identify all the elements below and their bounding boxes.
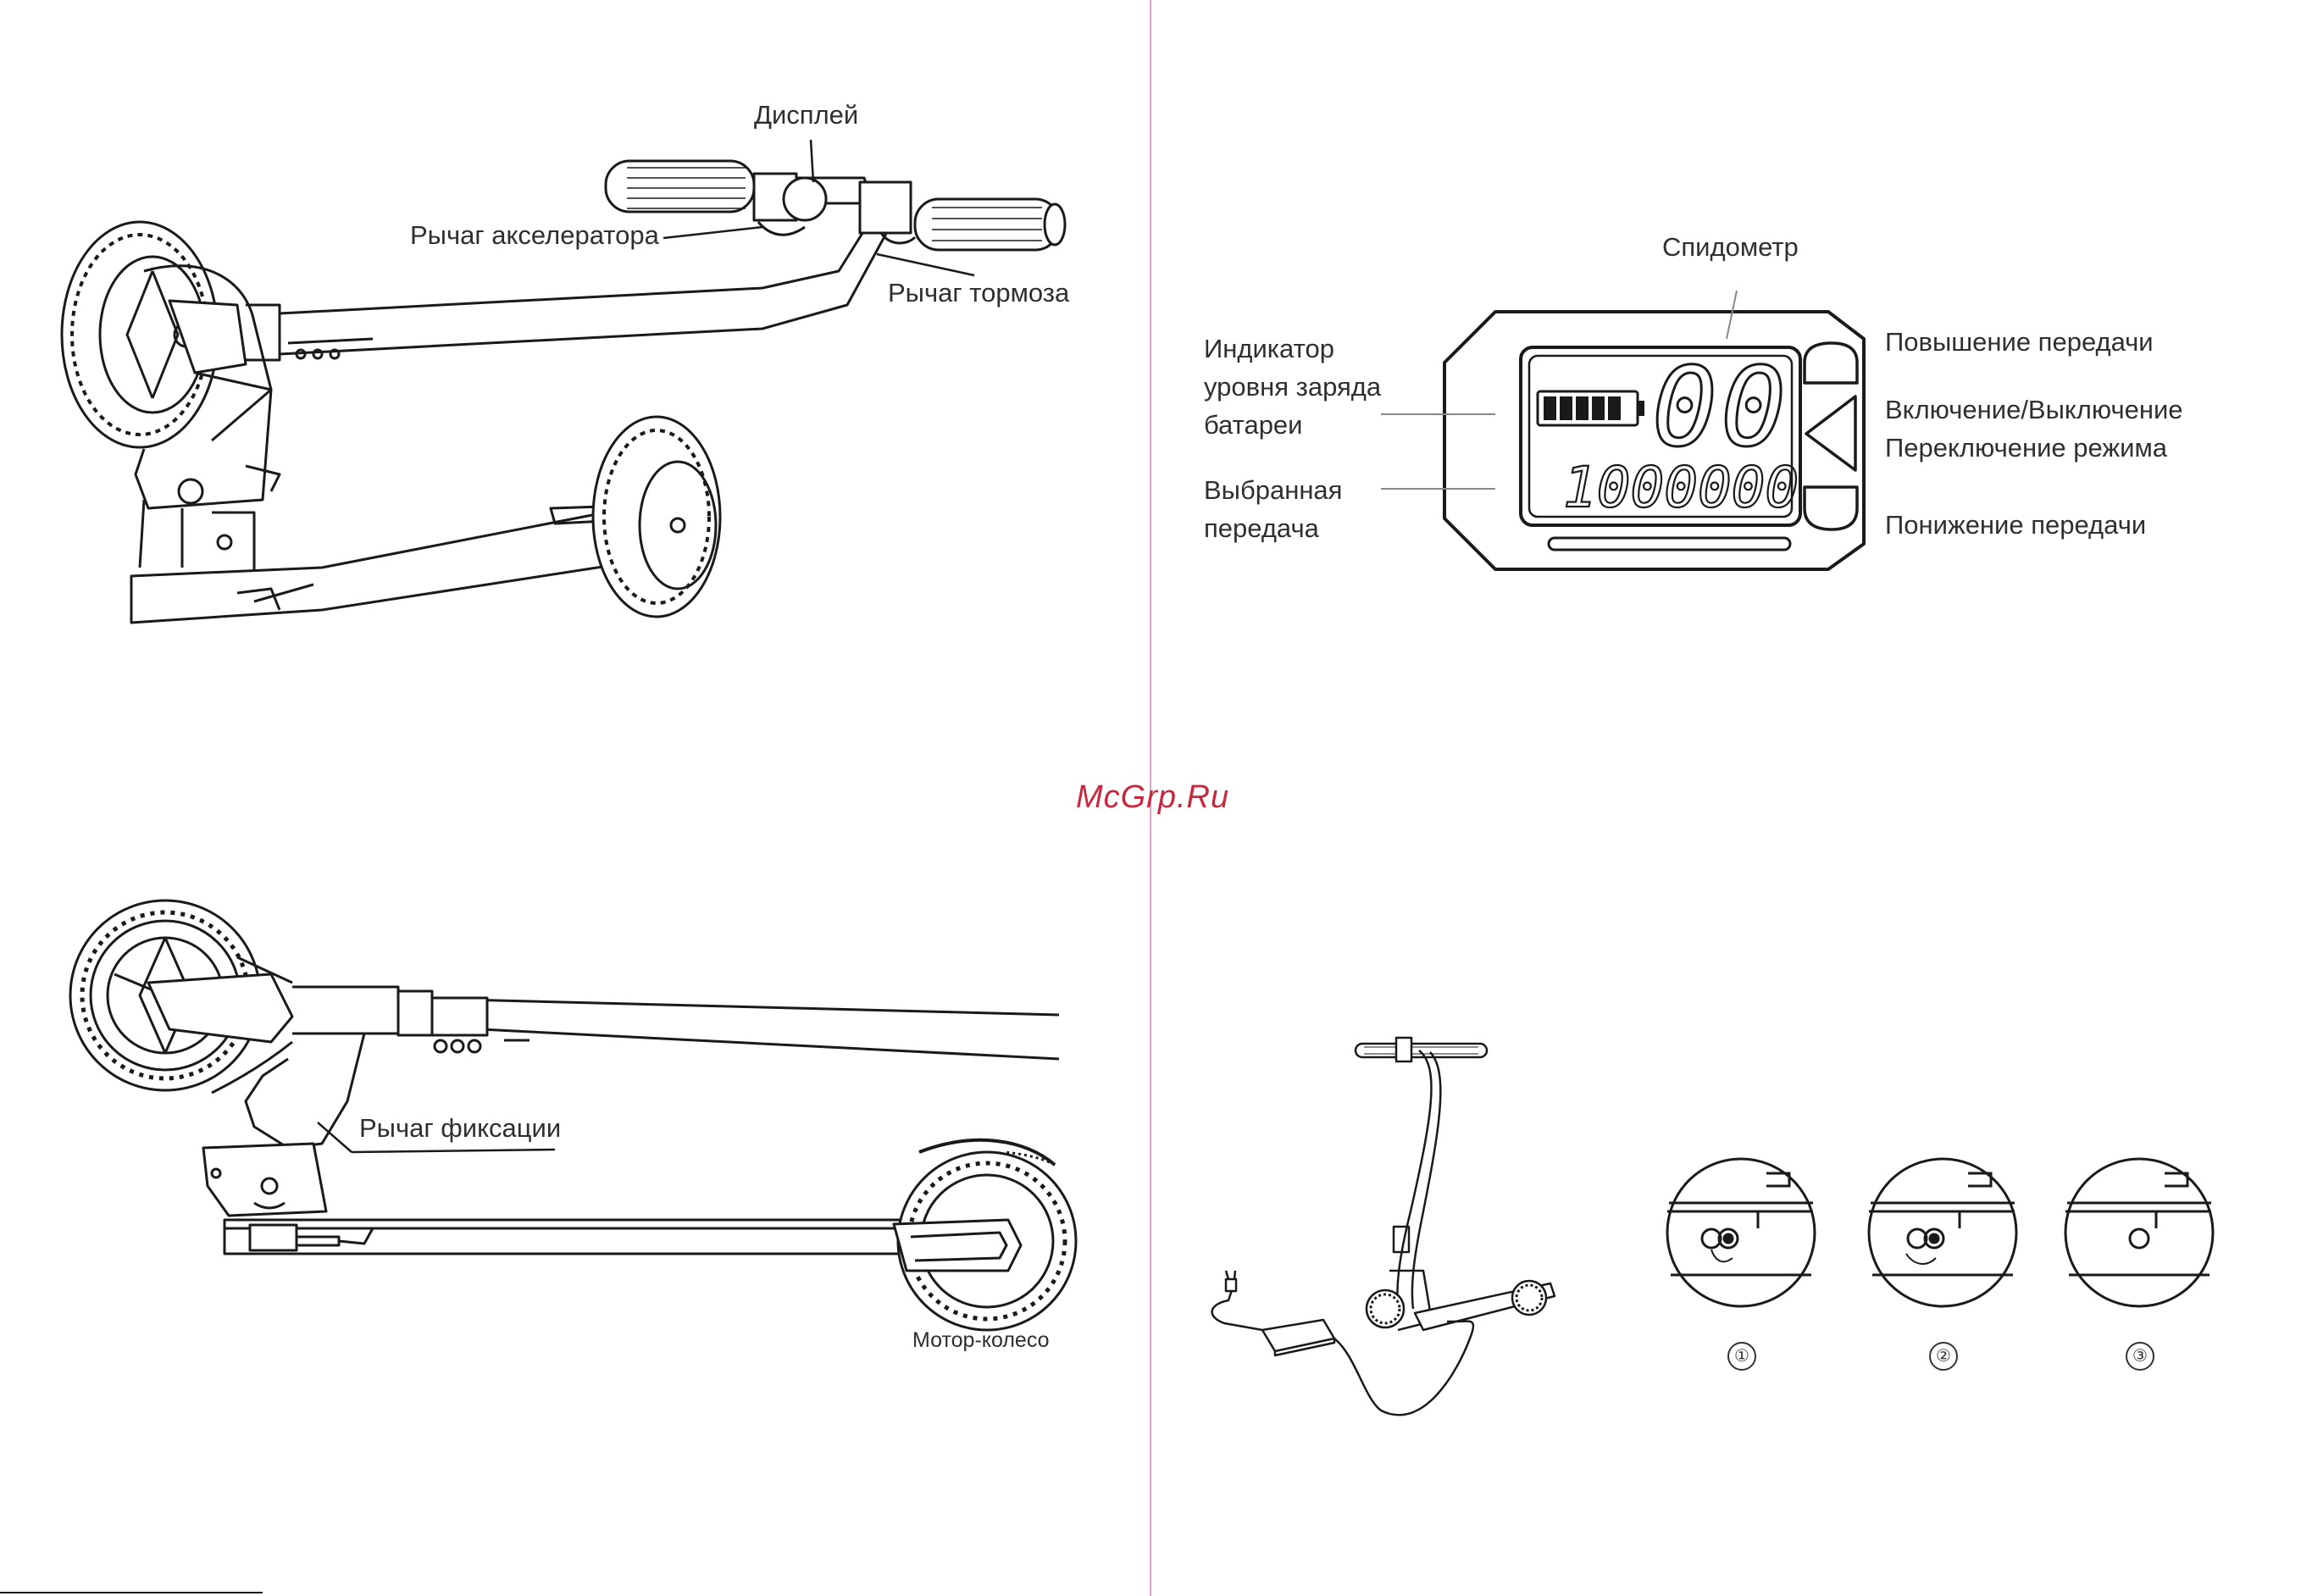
label-battery-indicator: Индикатор уровня заряда батареи bbox=[1204, 330, 1381, 445]
label-gear-up: Повышение передачи bbox=[1885, 324, 2154, 362]
step-1-drawing bbox=[1667, 1159, 1815, 1306]
charging-drawing bbox=[1212, 1038, 1555, 1415]
battery-bar bbox=[1608, 396, 1621, 420]
label-brake: Рычаг тормоза bbox=[888, 274, 1069, 313]
step-number-2: ② bbox=[1929, 1342, 1958, 1371]
step-2-drawing bbox=[1869, 1159, 2016, 1306]
battery-bar bbox=[1576, 396, 1589, 420]
label-gear-down: Понижение передачи bbox=[1885, 507, 2146, 545]
step-number-3: ③ bbox=[2126, 1342, 2154, 1371]
lcd-odometer: 1000000 bbox=[1563, 455, 1799, 520]
step-3-drawing bbox=[2065, 1159, 2213, 1306]
battery-bars bbox=[1544, 396, 1621, 420]
label-power-mode: Включение/Выключение Переключение режима bbox=[1885, 391, 2183, 468]
label-speedometer: Спидометр bbox=[1662, 229, 1799, 267]
label-motor-wheel: Мотор-колесо bbox=[912, 1325, 1050, 1355]
label-accelerator: Рычаг акселератора bbox=[410, 217, 659, 255]
battery-bar bbox=[1560, 396, 1572, 420]
step-number-1: ① bbox=[1727, 1342, 1756, 1371]
scooter-side-drawing bbox=[70, 901, 1076, 1330]
label-display: Дисплей bbox=[754, 97, 858, 135]
battery-bar bbox=[1544, 396, 1556, 420]
label-selected-gear: Выбранная передача bbox=[1204, 472, 1342, 548]
lcd-speed: 00 bbox=[1652, 345, 1789, 471]
label-lock-lever: Рычаг фиксации bbox=[359, 1110, 561, 1148]
watermark: McGrp.Ru bbox=[1076, 779, 1229, 816]
battery-bar bbox=[1592, 396, 1605, 420]
